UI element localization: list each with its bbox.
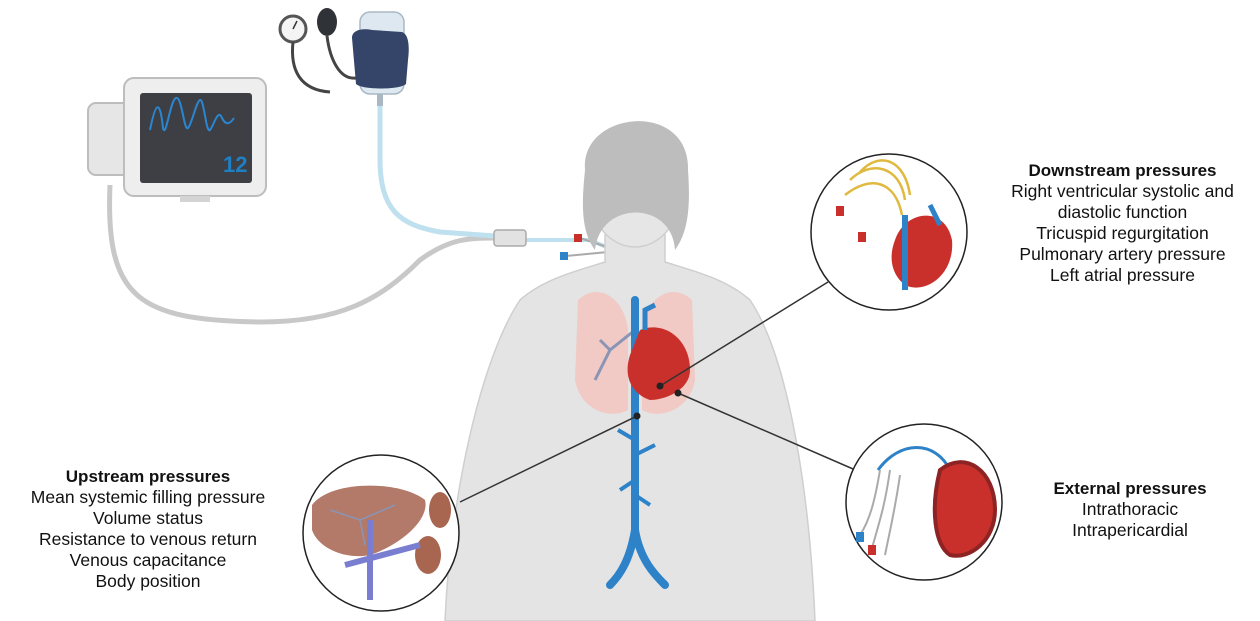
upstream-heading: Upstream pressures xyxy=(0,466,296,487)
downstream-line: diastolic function xyxy=(985,202,1260,223)
patient-monitor-icon xyxy=(88,78,266,202)
pressure-transducer-icon xyxy=(494,230,526,246)
upstream-line: Volume status xyxy=(0,508,296,529)
upstream-line: Resistance to venous return xyxy=(0,529,296,550)
upstream-label: Upstream pressures Mean systemic filling… xyxy=(0,466,296,592)
downstream-label: Downstream pressures Right ventricular s… xyxy=(985,160,1260,286)
downstream-line: Tricuspid regurgitation xyxy=(985,223,1260,244)
external-dot xyxy=(675,390,682,397)
downstream-heading: Downstream pressures xyxy=(985,160,1260,181)
monitor-readout: 12 xyxy=(223,152,247,178)
upstream-line: Body position xyxy=(0,571,296,592)
upstream-dot xyxy=(634,413,641,420)
downstream-line: Right ventricular systolic and xyxy=(985,181,1260,202)
monitor-cable xyxy=(110,185,495,322)
iv-tube xyxy=(380,95,495,236)
bulb-pump-icon xyxy=(317,8,356,78)
external-zoom-circle xyxy=(846,424,1002,580)
upstream-line: Mean systemic filling pressure xyxy=(0,487,296,508)
external-heading: External pressures xyxy=(1030,478,1230,499)
upstream-zoom-circle xyxy=(303,455,459,611)
downstream-zoom-circle xyxy=(811,154,967,310)
downstream-dot xyxy=(657,383,664,390)
iv-bag-icon xyxy=(352,12,409,106)
downstream-line: Left atrial pressure xyxy=(985,265,1260,286)
external-line: Intrathoracic xyxy=(1030,499,1230,520)
external-line: Intrapericardial xyxy=(1030,520,1230,541)
downstream-line: Pulmonary artery pressure xyxy=(985,244,1260,265)
external-label: External pressures Intrathoracic Intrape… xyxy=(1030,478,1230,541)
upstream-line: Venous capacitance xyxy=(0,550,296,571)
